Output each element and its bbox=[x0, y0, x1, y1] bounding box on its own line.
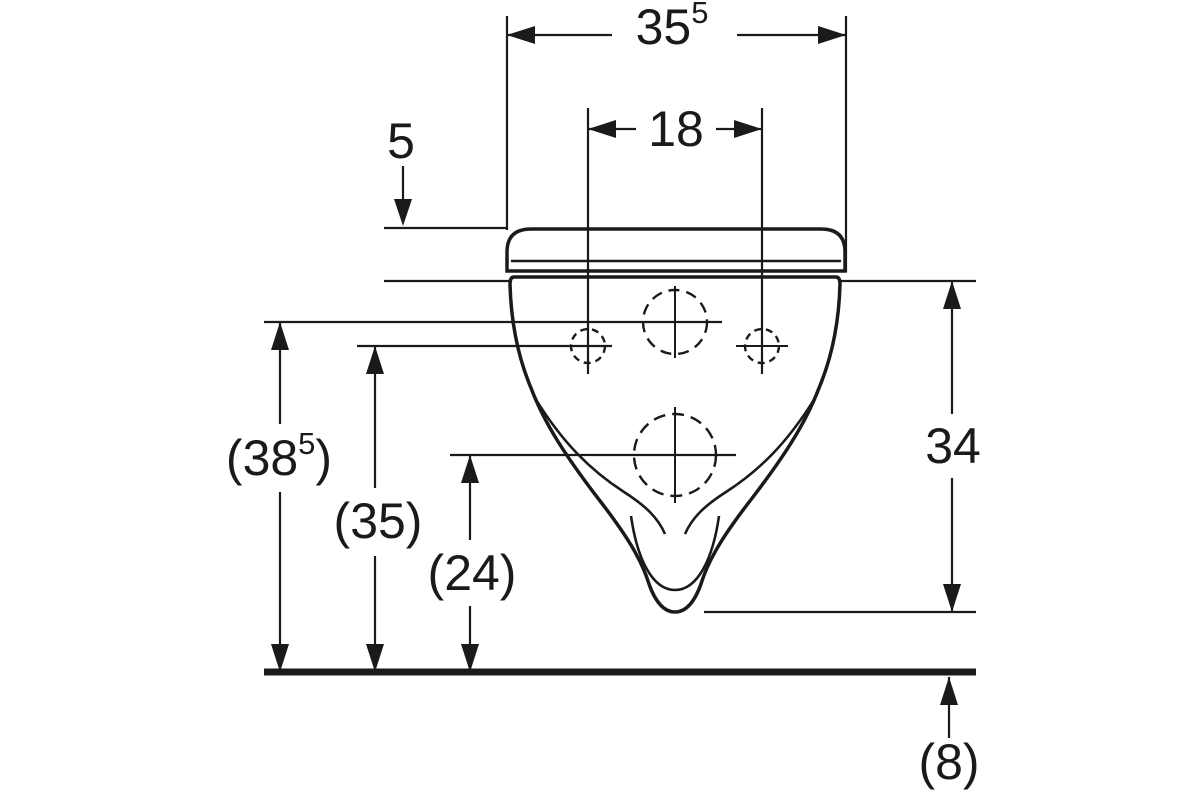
dim-value: 34 bbox=[925, 418, 981, 474]
dim-value: 35 bbox=[635, 0, 692, 55]
dim-seat-offset bbox=[384, 166, 512, 283]
toilet-bowl-inner-left bbox=[533, 397, 667, 535]
dim-below-floor bbox=[940, 677, 958, 738]
dim-height-outlet bbox=[450, 453, 736, 672]
arrow-down bbox=[271, 644, 289, 672]
dim-height-bolts bbox=[357, 344, 612, 672]
arrow-down bbox=[394, 199, 412, 226]
toilet-bowl-inner-right bbox=[683, 397, 817, 535]
dim-value: 18 bbox=[648, 101, 704, 157]
dim-value: (35) bbox=[333, 493, 423, 549]
arrow-up bbox=[271, 322, 289, 350]
toilet-trap-outline bbox=[629, 515, 721, 592]
dim-label-below-floor: (8) bbox=[918, 737, 979, 787]
dim-value: (8) bbox=[918, 734, 980, 790]
dim-value: (24) bbox=[427, 545, 517, 601]
arrow-down bbox=[366, 644, 384, 672]
dim-bolt-spacing bbox=[586, 108, 764, 374]
arrow-right bbox=[734, 120, 762, 138]
arrow-down bbox=[943, 584, 961, 612]
arrow-up bbox=[943, 281, 961, 309]
dim-height-body bbox=[704, 279, 976, 614]
dim-label-bolt-spacing: 18 bbox=[648, 104, 704, 154]
toilet-bowl-outline bbox=[508, 275, 842, 614]
dim-label-height-supply: (385) bbox=[225, 428, 333, 486]
dim-value: 5 bbox=[387, 113, 415, 169]
toilet-seat-outline bbox=[505, 227, 847, 273]
arrow-left bbox=[507, 26, 535, 44]
dim-sup: 5 bbox=[691, 0, 709, 30]
dim-label-seat-offset: 5 bbox=[387, 116, 415, 166]
dim-value: (38 bbox=[225, 430, 299, 486]
dim-label-height-outlet: (24) bbox=[428, 548, 517, 598]
dim-height-supply bbox=[264, 320, 722, 672]
arrow-right bbox=[818, 26, 846, 44]
arrow-up bbox=[461, 455, 479, 483]
arrow-left bbox=[588, 120, 616, 138]
arrow-down bbox=[461, 644, 479, 672]
dim-width-total bbox=[505, 16, 848, 272]
dim-sup: 5 bbox=[298, 425, 316, 461]
dim-label-height-body: 34 bbox=[925, 421, 981, 471]
arrow-up bbox=[366, 346, 384, 374]
toilet-outline bbox=[505, 227, 847, 614]
dim-label-height-bolts: (35) bbox=[334, 496, 423, 546]
dim-value: ) bbox=[315, 430, 333, 486]
arrow-up bbox=[940, 677, 958, 705]
dim-label-width-total: 355 bbox=[635, 0, 709, 55]
